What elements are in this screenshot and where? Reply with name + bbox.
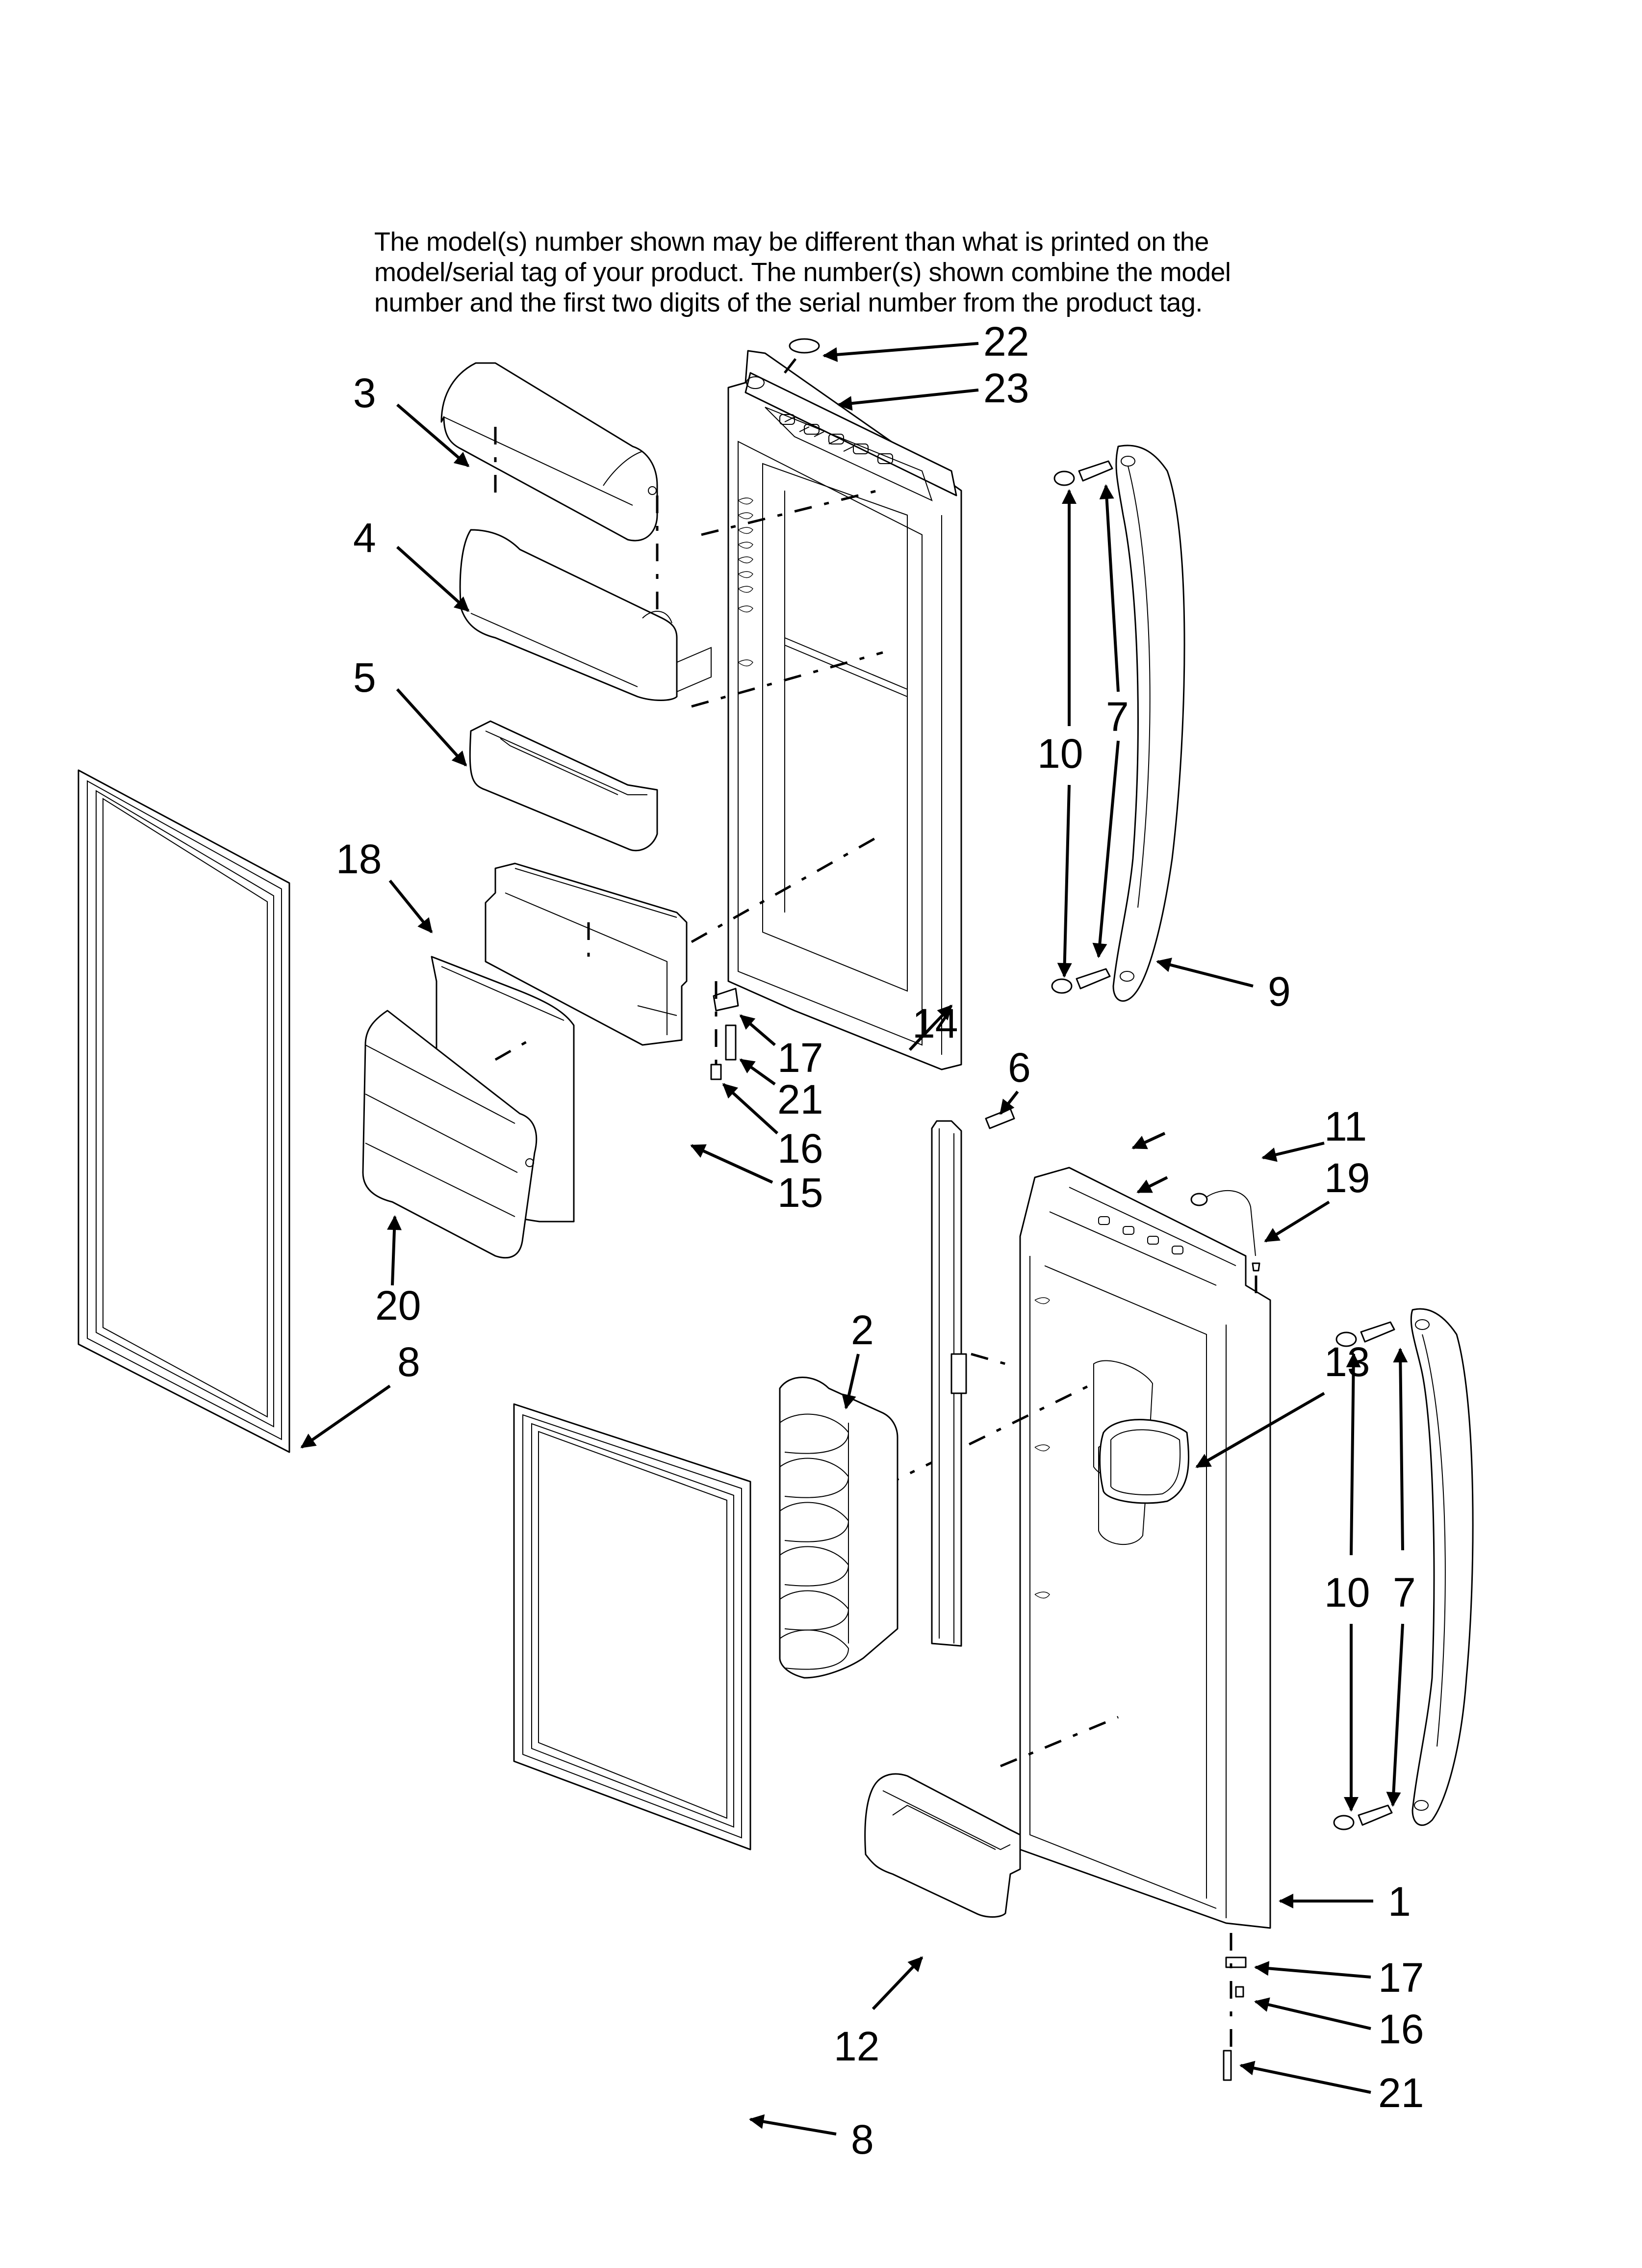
- lower-hinge-hardware: [1223, 1933, 1247, 2081]
- callout-17-upper: 17: [777, 1035, 823, 1081]
- can-rack: [779, 1377, 898, 1679]
- callout-23: 23: [983, 365, 1029, 411]
- screw-part: [985, 1108, 1015, 1129]
- callout-7-lower: 7: [1393, 1569, 1416, 1616]
- callout-labels: 22 23 3 4 5 18 10 7 9 17 21 16 15 14 6 1…: [336, 318, 1424, 2163]
- leader-arrows: [300, 342, 1408, 2136]
- plug-button-part: [784, 338, 820, 374]
- dispenser-gasket: [1099, 1419, 1190, 1504]
- callout-11: 11: [1324, 1103, 1367, 1149]
- door-gasket-left: [77, 769, 290, 1453]
- lower-handle-screws-caps: [1333, 1321, 1395, 1830]
- note-line-3: number and the first two digits of the s…: [374, 288, 1203, 317]
- note-line-1: The model(s) number shown may be differe…: [374, 227, 1209, 257]
- door-trim-strip: [931, 1120, 967, 1647]
- callout-7-upper: 7: [1106, 694, 1129, 740]
- callout-8-left: 8: [397, 1339, 420, 1385]
- shelf-cleats: [738, 497, 753, 667]
- callout-20: 20: [375, 1282, 421, 1329]
- callout-17-lower: 17: [1378, 1955, 1424, 2001]
- bin-cover: [362, 1010, 538, 1259]
- upper-door-assembly: [691, 350, 962, 1070]
- model-number-note: The model(s) number shown may be differe…: [374, 227, 1355, 318]
- bin-housing-assembly: [485, 862, 688, 1046]
- upper-hinge-hardware: [710, 981, 739, 1080]
- lower-door-handle: [1410, 1308, 1474, 1826]
- door-gasket-center: [513, 1403, 751, 1851]
- callout-12: 12: [834, 2023, 879, 2069]
- callout-16-lower: 16: [1378, 2006, 1424, 2052]
- water-tube: [1190, 1190, 1260, 1300]
- upper-handle-screws-caps: [1051, 460, 1113, 994]
- callout-1: 1: [1388, 1878, 1411, 1925]
- door-shelf-bin: [469, 720, 658, 852]
- callout-16-upper: 16: [777, 1125, 823, 1172]
- upper-door-handle: [1112, 444, 1185, 1002]
- dairy-door-cover: [440, 362, 658, 542]
- door-shelf-bin-lower: [864, 1773, 1021, 1918]
- dairy-compartment-bin: [459, 427, 712, 701]
- note-line-2: model/serial tag of your product. The nu…: [374, 258, 1231, 287]
- callout-18: 18: [336, 836, 382, 882]
- callout-21-lower: 21: [1378, 2070, 1424, 2116]
- callout-13: 13: [1324, 1339, 1370, 1385]
- callout-4: 4: [353, 515, 376, 561]
- callout-9: 9: [1268, 968, 1291, 1015]
- callout-10-upper: 10: [1037, 730, 1083, 777]
- callout-14: 14: [912, 1000, 958, 1046]
- callout-2: 2: [851, 1307, 874, 1353]
- callout-21-upper: 21: [777, 1076, 823, 1122]
- callout-22: 22: [983, 318, 1029, 365]
- lower-door-assembly: [882, 1167, 1271, 1929]
- callout-3: 3: [353, 370, 376, 416]
- callout-5: 5: [353, 654, 376, 701]
- callout-19: 19: [1324, 1155, 1370, 1201]
- callout-15: 15: [777, 1170, 823, 1216]
- callout-8-center: 8: [851, 2116, 874, 2163]
- callout-10-lower: 10: [1324, 1569, 1370, 1616]
- callout-6: 6: [1008, 1044, 1031, 1091]
